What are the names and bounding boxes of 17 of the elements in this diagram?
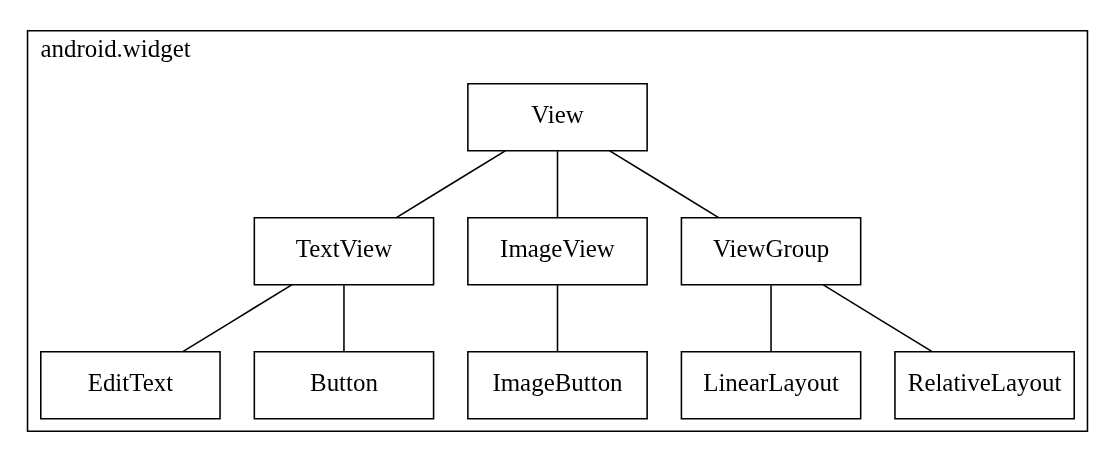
connector [182, 284, 293, 353]
node-box: View [467, 82, 648, 152]
connector [343, 284, 345, 353]
connector [608, 150, 720, 219]
node-box: Button [253, 351, 435, 420]
connector [556, 150, 559, 219]
node-box: ViewGroup [680, 216, 862, 286]
connector [770, 284, 772, 353]
connector [556, 284, 559, 353]
connector [822, 284, 933, 353]
node-box: LinearLayout [680, 351, 862, 420]
node-box: ImageButton [467, 351, 648, 420]
connector [395, 150, 507, 219]
node-box: ImageView [467, 216, 648, 286]
node-box: EditText [40, 351, 221, 420]
node-box: RelativeLayout [894, 351, 1075, 420]
node-box: TextView [253, 216, 435, 286]
